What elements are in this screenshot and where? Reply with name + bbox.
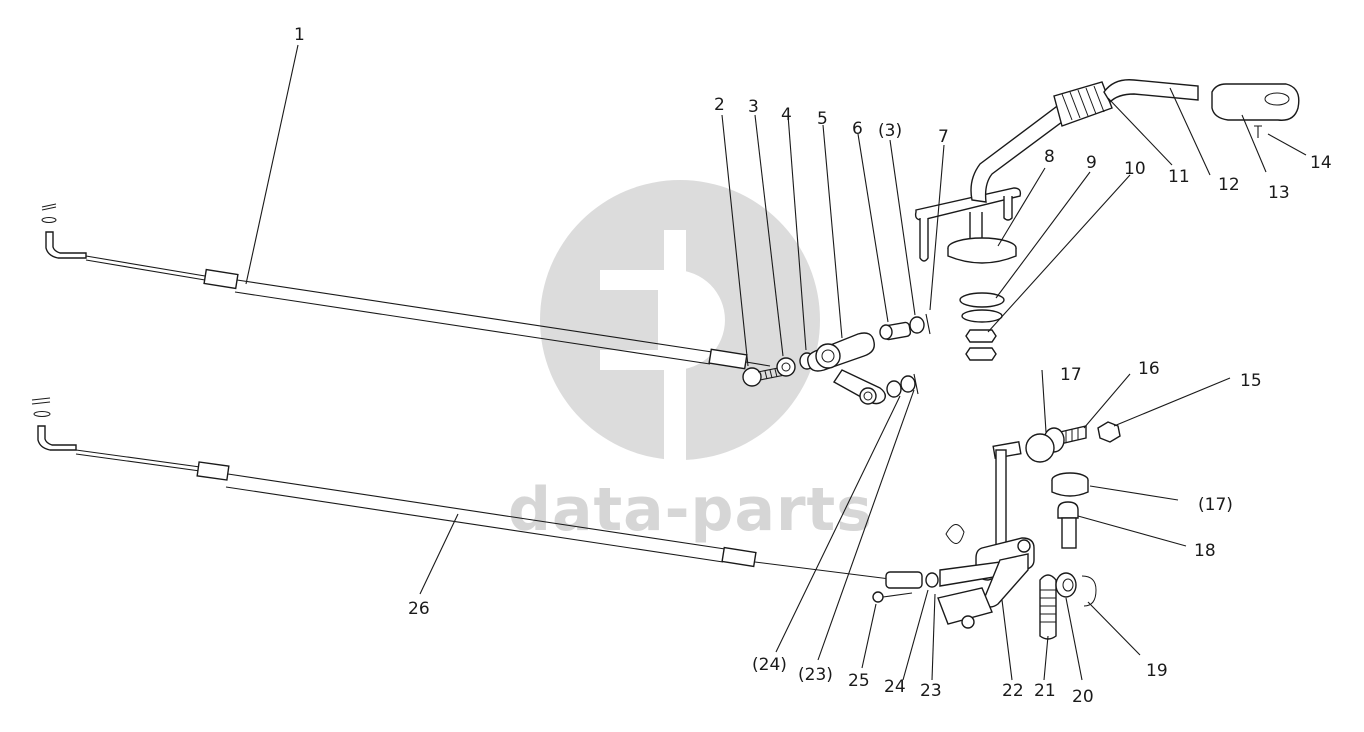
callout-6: 6: [852, 119, 863, 139]
gear-selector-bracket: [937, 421, 1121, 640]
upper-linkage: [742, 313, 931, 405]
callout-2: 2: [714, 95, 725, 115]
callout-7: 7: [938, 127, 949, 147]
callout-23-ref: (23): [798, 665, 833, 685]
callout-12: 12: [1218, 175, 1240, 195]
shift-lever-assembly: [914, 79, 1300, 361]
callout-15: 15: [1240, 371, 1262, 391]
watermark-logo: data-parts: [508, 180, 873, 545]
callout-25: 25: [848, 671, 870, 691]
callout-16: 16: [1138, 359, 1160, 379]
callout-26: 26: [408, 599, 430, 619]
leader-lines: [245, 44, 1307, 681]
callout-22: 22: [1002, 681, 1024, 701]
callout-23: 23: [920, 681, 942, 701]
callout-13: 13: [1268, 183, 1290, 203]
callout-9: 9: [1086, 153, 1097, 173]
lower-shift-cable: [31, 397, 939, 603]
callout-4: 4: [781, 105, 792, 125]
upper-shift-cable: [41, 203, 771, 370]
callout-24-ref: (24): [752, 655, 787, 675]
callout-20: 20: [1072, 687, 1094, 707]
watermark-text: data-parts: [508, 475, 873, 545]
callout-17: 17: [1060, 365, 1082, 385]
callout-3: 3: [748, 97, 759, 117]
callout-18: 18: [1194, 541, 1216, 561]
callout-8: 8: [1044, 147, 1055, 167]
callout-1: 1: [294, 25, 305, 45]
callout-11: 11: [1168, 167, 1190, 187]
callout-labels: 1 2 3 4 5 6 (3) 7 8 9 10 11 12 13 14 15 …: [294, 25, 1332, 707]
callout-17-ref: (17): [1198, 495, 1233, 515]
callout-10: 10: [1124, 159, 1146, 179]
callout-14: 14: [1310, 153, 1332, 173]
callout-5: 5: [817, 109, 828, 129]
callout-24: 24: [884, 677, 906, 697]
callout-21: 21: [1034, 681, 1056, 701]
callout-3-ref: (3): [878, 121, 902, 141]
callout-19: 19: [1146, 661, 1168, 681]
